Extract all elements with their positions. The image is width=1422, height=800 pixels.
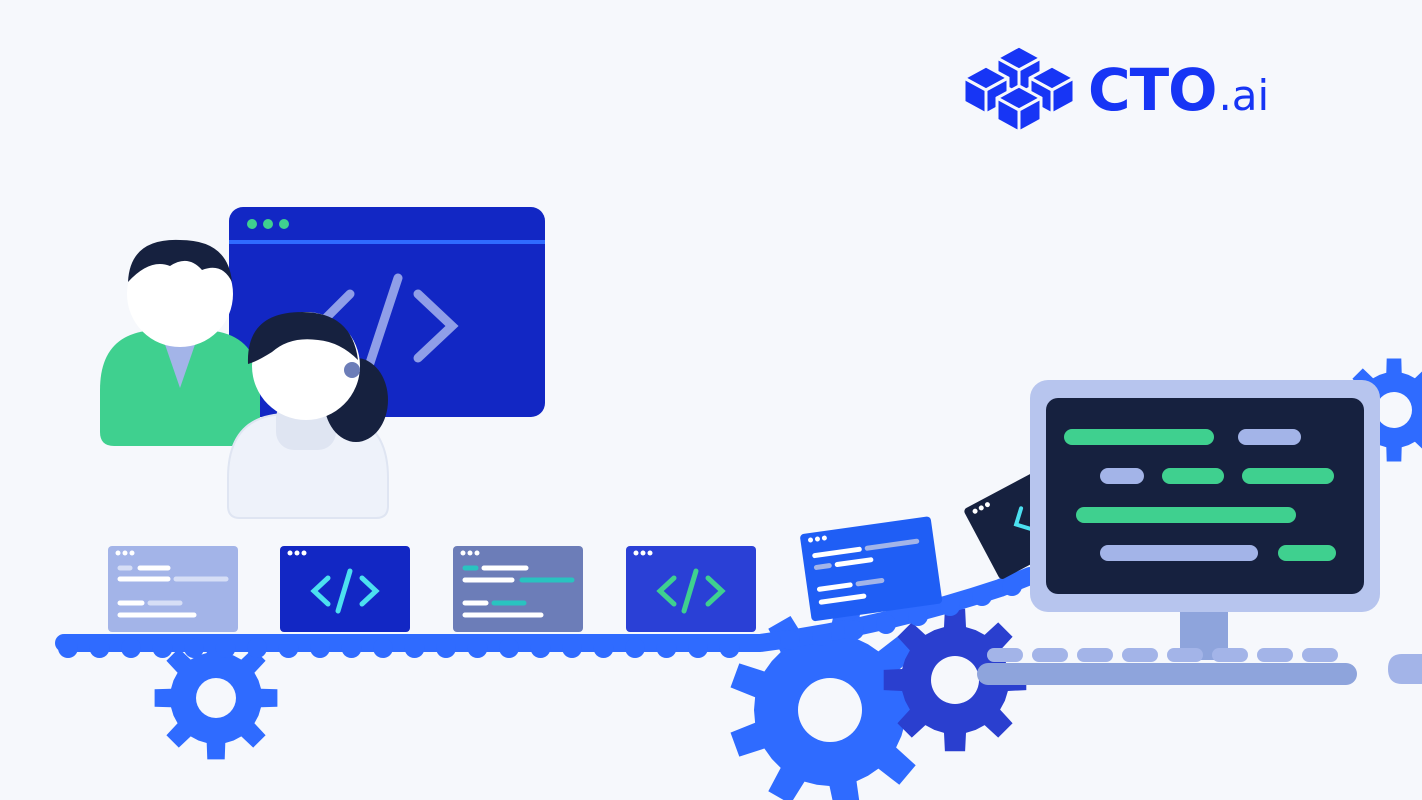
gear-icon xyxy=(730,608,932,800)
code-card xyxy=(626,546,756,632)
brand-name: CTO xyxy=(1088,56,1217,124)
code-card xyxy=(453,546,583,632)
conveyor-belt-icon xyxy=(55,567,1039,658)
code-card xyxy=(280,546,410,632)
code-card xyxy=(108,546,238,632)
gear-icon xyxy=(154,636,278,760)
person-icon xyxy=(227,312,389,519)
cube-cluster-icon xyxy=(962,44,1076,134)
gear-icon xyxy=(883,608,1027,752)
code-card xyxy=(800,516,943,622)
brand-suffix: .ai xyxy=(1218,71,1270,120)
brand-logo: CTO .ai xyxy=(1088,50,1269,130)
monitor-icon xyxy=(1030,380,1380,660)
keyboard xyxy=(977,648,1422,685)
person-icon xyxy=(100,239,260,446)
